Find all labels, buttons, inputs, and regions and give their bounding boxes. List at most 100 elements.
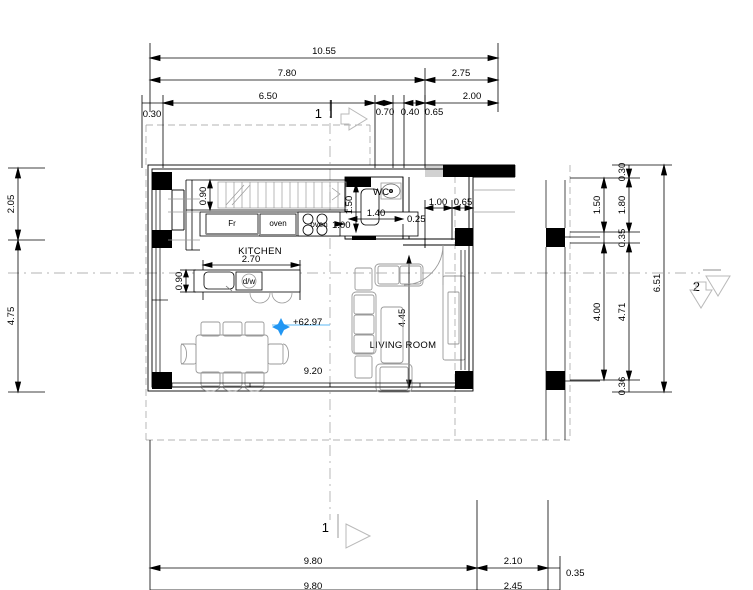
dim-4-71: 4.71 (617, 303, 628, 322)
dining-chair (244, 321, 265, 337)
dim-6-50: 6.50 (259, 91, 278, 102)
column-wc-top (345, 177, 371, 187)
dim-entry (423, 200, 475, 240)
kitchen-appliances (205, 211, 341, 237)
dim-10-55: 10.55 (312, 46, 336, 57)
dim-9-80-b: 9.80 (304, 581, 323, 590)
dimension-chain-right-2 (612, 164, 640, 393)
dim-0-65-entry: 0.65 (454, 197, 473, 208)
dim-stair-width (207, 178, 213, 212)
dining-chair (222, 371, 243, 387)
dim-1-50-right: 1.50 (592, 196, 603, 215)
dim-1-40: 1.40 (367, 208, 386, 219)
sofa-top (374, 263, 424, 287)
dim-0-65: 0.65 (425, 107, 444, 118)
east-glazing (460, 250, 470, 370)
column-w1 (152, 230, 172, 248)
wall-top-solid (425, 164, 515, 177)
dim-9-80-a: 9.80 (304, 556, 323, 567)
cooktop-label: oven (310, 220, 327, 229)
section-marker-2-right[interactable]: 2 (689, 269, 731, 309)
elevation-marker-label: +62.97 (293, 317, 322, 328)
coffee-table (380, 306, 404, 364)
kitchen-island (193, 269, 301, 293)
column-ne-inner (455, 228, 473, 246)
sink-icon (203, 271, 235, 290)
sofa-left (351, 291, 377, 355)
dimension-chain-bottom-1 (148, 440, 561, 590)
entry-door (403, 244, 444, 286)
dimension-chain-right-1 (570, 176, 612, 382)
stair-walls (185, 179, 348, 251)
dim-wc-width (347, 216, 405, 222)
section-marker-1-top-label: 1 (315, 106, 322, 121)
dim-2-05: 2.05 (6, 195, 17, 214)
dimension-chain-right-3 (640, 163, 672, 394)
column-e1 (546, 228, 565, 247)
dim-wc-depth (353, 182, 359, 234)
column-nw (152, 172, 172, 190)
dim-2-45: 2.45 (504, 581, 523, 590)
wc-fixtures (360, 182, 402, 226)
dim-1-00-counter: 1.00 (332, 220, 351, 231)
dim-0-90-stair: 0.90 (198, 187, 209, 206)
dim-0-35-right: 0.35 (617, 229, 628, 248)
bottom-wall-glazing (152, 382, 469, 388)
dining-table (195, 334, 269, 374)
armchair (375, 363, 413, 393)
section-marker-1-top[interactable]: 1 (315, 100, 368, 131)
dining-set (180, 321, 290, 392)
dim-6-51: 6.51 (652, 274, 663, 293)
oven-label: oven (269, 219, 286, 228)
dimension-chain-top-1 (148, 43, 500, 112)
dim-0-90-island: 0.90 (174, 272, 185, 291)
side-chair-1 (354, 267, 373, 291)
dim-0-30: 0.30 (143, 109, 162, 120)
dim-island-depth (180, 268, 196, 294)
dim-0-36: 0.36 (617, 377, 628, 396)
grid-offset-lines (145, 124, 571, 441)
dim-0-25: 0.25 (407, 214, 426, 225)
fridge-label: Fr (228, 219, 236, 228)
dim-counter-gap (334, 221, 346, 227)
toilet-icon (360, 188, 380, 226)
dining-chair (267, 343, 284, 365)
dining-chair (200, 371, 221, 387)
room-label-wc: WC (373, 187, 389, 198)
grid-axis-lines (8, 100, 700, 520)
dim-1-00-entry: 1.00 (429, 197, 448, 208)
dining-chair (244, 371, 265, 387)
dishwasher-label: d/w (243, 277, 256, 286)
staircase (217, 181, 347, 209)
dim-2-70: 2.70 (242, 254, 261, 265)
column-sw (152, 372, 172, 389)
elevation-marker[interactable] (272, 318, 330, 336)
living-furniture (351, 263, 466, 393)
dim-2-00: 2.00 (463, 91, 482, 102)
bar-stools (249, 292, 293, 304)
section-marker-1-bottom[interactable]: 1 (322, 514, 372, 549)
room-label-kitchen: KITCHEN (238, 246, 282, 257)
dim-2-75: 2.75 (452, 68, 471, 79)
dim-0-40: 0.40 (401, 107, 420, 118)
plan-guide-ticks (168, 189, 515, 241)
dim-0-35-bottom: 0.35 (566, 568, 585, 579)
west-glazing (152, 190, 168, 372)
dining-chair (200, 321, 221, 337)
dimension-chain-top-3 (141, 95, 500, 168)
right-wing-structure (514, 165, 600, 440)
dim-1-80: 1.80 (617, 196, 628, 215)
dim-0-30-right: 0.30 (617, 163, 628, 182)
dim-7-80: 7.80 (278, 68, 297, 79)
dimension-chain-left (8, 166, 45, 394)
cooktop-icon (297, 211, 341, 237)
dining-chair (222, 321, 243, 337)
column-e2 (546, 371, 565, 390)
dim-1-50-wc: 1.50 (344, 196, 355, 215)
dishwasher-icon (235, 271, 263, 291)
basin-icon (380, 182, 402, 200)
dim-2-10: 2.10 (504, 556, 523, 567)
column-se-inner (455, 371, 473, 389)
section-marker-1-bottom-label: 1 (322, 520, 329, 535)
